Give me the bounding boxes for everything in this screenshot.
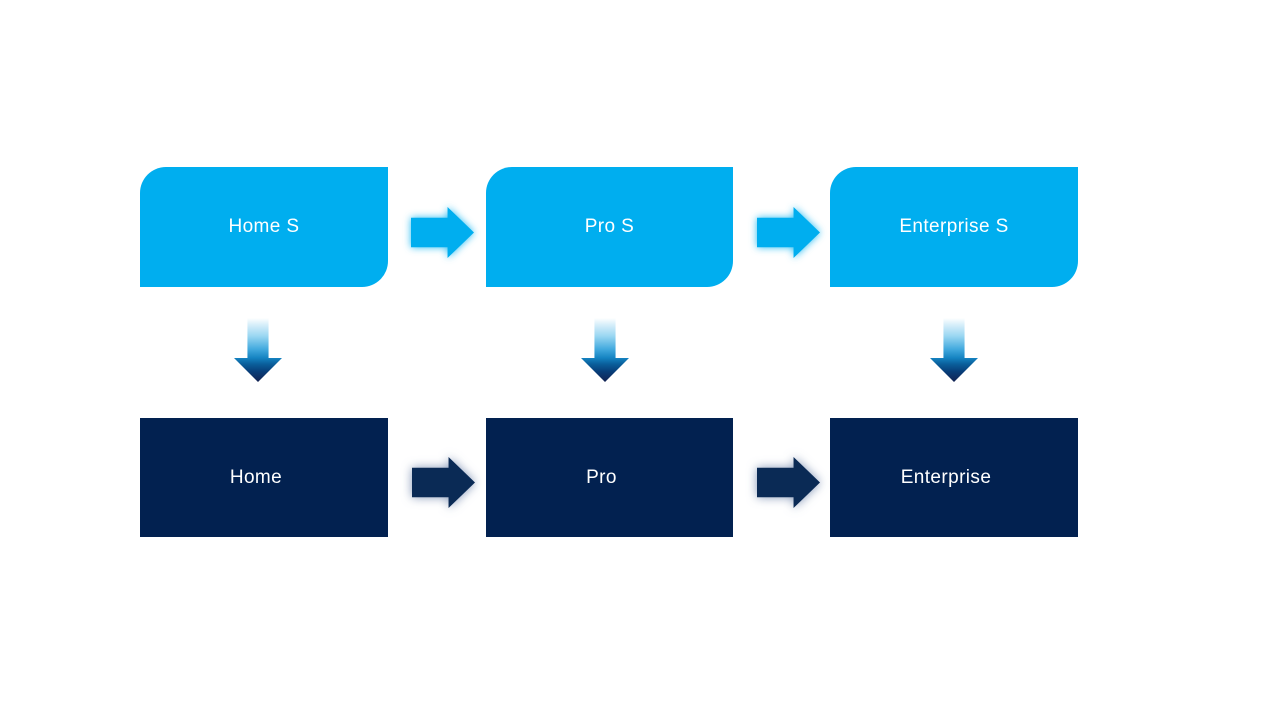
- down-arrow-icon: [581, 318, 629, 382]
- right-arrow-fill: [411, 207, 474, 258]
- node-pro-s: Pro S: [486, 167, 733, 287]
- node-enterprise-label: Enterprise: [900, 466, 992, 488]
- down-arrow-icon: [234, 318, 282, 382]
- node-home: Home: [140, 418, 388, 537]
- node-enterprise-s: Enterprise S: [830, 167, 1078, 287]
- right-arrow-fill: [412, 457, 475, 508]
- node-home-s: Home S: [140, 167, 388, 287]
- right-arrow-fill: [757, 457, 820, 508]
- node-enterprise: Enterprise: [830, 418, 1078, 537]
- right-arrow-icon: [412, 457, 475, 508]
- right-arrow-icon: [757, 457, 820, 508]
- node-home-label: Home: [229, 466, 283, 488]
- node-enterprise-s-label: Enterprise S: [899, 216, 1009, 237]
- node-pro: Pro: [486, 418, 733, 537]
- node-pro-s-label: Pro S: [584, 216, 635, 237]
- node-pro-label: Pro: [586, 466, 617, 488]
- right-arrow-fill: [757, 207, 820, 258]
- node-home-s-label: Home S: [228, 216, 300, 237]
- down-arrow-icon: [930, 318, 978, 382]
- right-arrow-icon: [411, 207, 474, 258]
- right-arrow-icon: [757, 207, 820, 258]
